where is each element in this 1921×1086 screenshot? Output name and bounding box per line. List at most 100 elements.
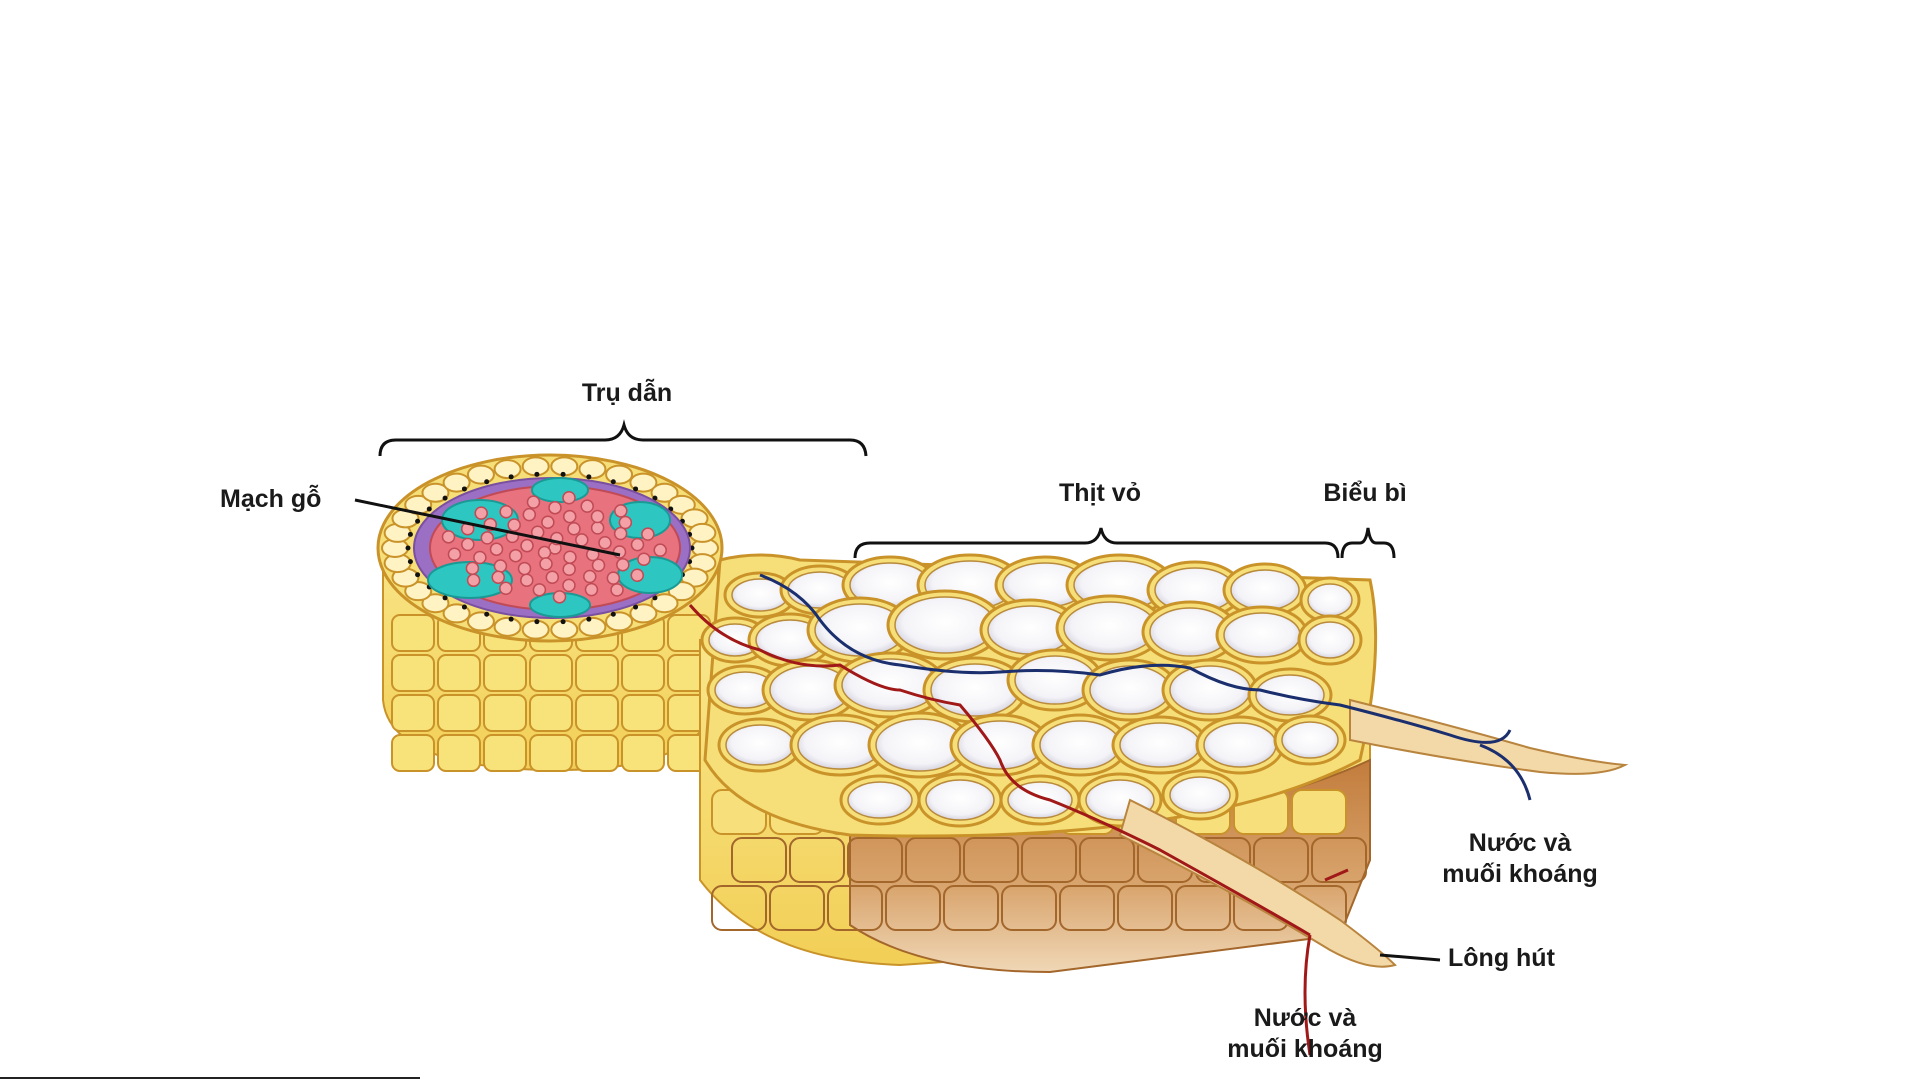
label-xylem: Mạch gỗ	[220, 484, 321, 515]
xylem-cell	[521, 540, 533, 552]
stele-side-cell	[576, 695, 618, 731]
stele-side-cell	[392, 615, 434, 651]
xylem-cell	[491, 543, 503, 555]
xylem-cell	[619, 516, 631, 528]
cortex-cell-lumen	[848, 782, 912, 818]
xylem-cell	[443, 531, 455, 543]
xylem-cell	[494, 560, 506, 572]
xylem-cell	[549, 502, 561, 514]
cortex-cell-lumen	[1040, 721, 1120, 769]
stele-ring-dot	[415, 519, 420, 524]
stele-ring-dot	[427, 507, 432, 512]
cortex-cell-lumen	[1224, 613, 1300, 657]
brace-epidermis	[1342, 528, 1394, 558]
xylem-cell	[615, 528, 627, 540]
cortex-cell-lumen	[1170, 777, 1230, 813]
xylem-cell	[481, 532, 493, 544]
label-water-minerals-1-line2: muối khoáng	[1420, 859, 1620, 890]
xylem-cell	[462, 538, 474, 550]
stele-ring-dot	[406, 546, 411, 551]
stele-ring-dot	[415, 572, 420, 577]
xylem-cell	[468, 574, 480, 586]
stele-ring-dot	[484, 479, 489, 484]
stele-side-cell	[438, 695, 480, 731]
stele-side-cell	[392, 655, 434, 691]
xylem-cell	[564, 551, 576, 563]
xylem-cell	[585, 584, 597, 596]
stele-ring-cell	[495, 618, 521, 636]
cortex-cell-lumen	[1008, 782, 1072, 818]
xylem-cell	[521, 574, 533, 586]
xylem-cell	[593, 559, 605, 571]
xylem-cell	[563, 579, 575, 591]
xylem-cell	[540, 558, 552, 570]
xylem-cell	[533, 584, 545, 596]
stele-ring-dot	[586, 474, 591, 479]
xylem-cell	[492, 571, 504, 583]
xylem-cell	[448, 548, 460, 560]
stele-ring-dot	[462, 605, 467, 610]
stele-top-face	[378, 455, 722, 641]
cortex-top-face	[702, 555, 1376, 836]
xylem-cell	[546, 571, 558, 583]
stele-side-cell	[392, 735, 434, 771]
xylem-cell	[576, 534, 588, 546]
label-cortex: Thịt vỏ	[1040, 478, 1160, 509]
cortex-cell-lumen	[1282, 722, 1338, 758]
xylem-cell	[584, 570, 596, 582]
cortex-cell-lumen	[895, 597, 995, 653]
xylem-cell	[500, 506, 512, 518]
stele-ring-dot	[509, 617, 514, 622]
brace-cortex	[855, 528, 1338, 558]
label-root-hair: Lông hút	[1448, 943, 1555, 974]
stele-ring-dot	[408, 559, 413, 564]
stele-ring-dot	[509, 474, 514, 479]
cortex-cell-lumen	[1231, 570, 1299, 610]
stele-side-cell	[438, 655, 480, 691]
xylem-cell	[631, 539, 643, 551]
xylem-cell	[592, 522, 604, 534]
stele-side-cell	[530, 735, 572, 771]
xylem-cell	[591, 510, 603, 522]
cortex-cell-lumen	[1308, 584, 1352, 616]
stele-side-cell	[622, 695, 664, 731]
xylem-cell	[581, 500, 593, 512]
xylem-cell	[523, 509, 535, 521]
brace-stele	[380, 425, 866, 456]
cortex-side-cell	[1292, 790, 1346, 834]
xylem-cell	[510, 550, 522, 562]
stele-ring-dot	[561, 472, 566, 477]
xylem-cell	[475, 507, 487, 519]
stele-ring-cell	[579, 460, 605, 478]
xylem-cell	[568, 523, 580, 535]
stele-side-cell	[530, 655, 572, 691]
xylem-cell	[599, 537, 611, 549]
cortex-cell-lumen	[1256, 675, 1324, 715]
stele-side-cell	[484, 695, 526, 731]
label-water-minerals-2-line1: Nước và	[1205, 1003, 1405, 1034]
xylem-cell	[654, 544, 666, 556]
label-stele: Trụ dẫn	[572, 378, 682, 409]
xylem-cell	[542, 516, 554, 528]
xylem-cell	[607, 572, 619, 584]
stele-side-cell	[576, 735, 618, 771]
cortex-cell-lumen	[726, 725, 794, 765]
label-water-minerals-2-line2: muối khoáng	[1205, 1034, 1405, 1065]
stele-ring-dot	[611, 479, 616, 484]
xylem-cell	[519, 563, 531, 575]
stele-side-cell	[530, 695, 572, 731]
stele-ring-cell	[689, 524, 715, 542]
stele-side-cell	[438, 735, 480, 771]
cortex-cell-lumen	[1120, 723, 1200, 767]
xylem-cell	[563, 563, 575, 575]
xylem-cell	[508, 519, 520, 531]
cortex-cell-lumen	[1204, 723, 1276, 767]
stele-ring-cell	[468, 612, 494, 630]
cortex-cell-lumen	[1170, 666, 1250, 714]
label-water-minerals-2: Nước và muối khoáng	[1205, 1003, 1405, 1065]
xylem-cell	[564, 511, 576, 523]
xylem-cell	[611, 584, 623, 596]
cortex-cell-lumen	[1306, 622, 1354, 658]
